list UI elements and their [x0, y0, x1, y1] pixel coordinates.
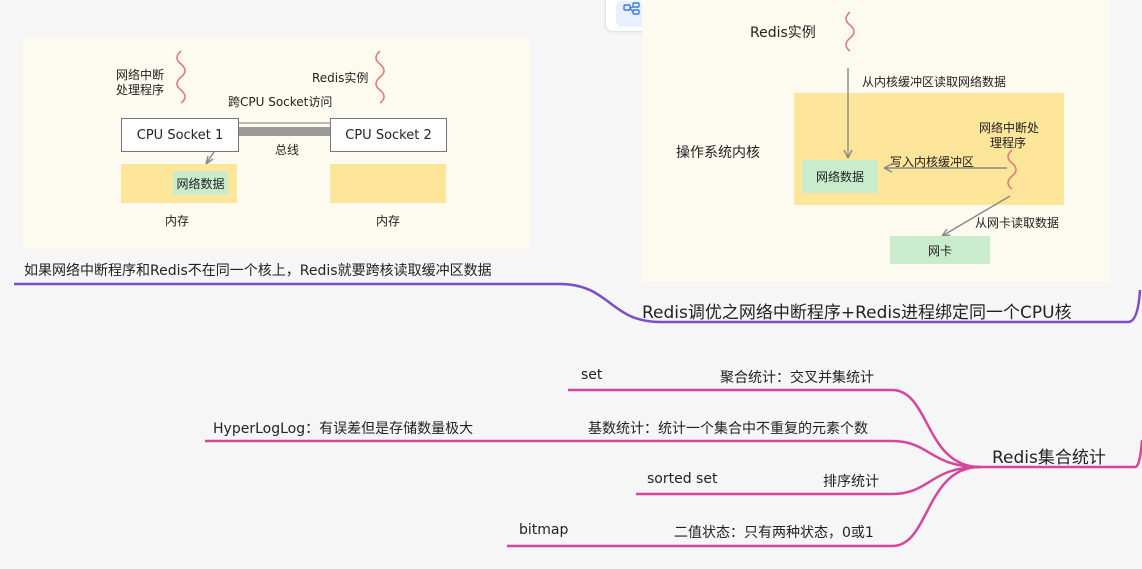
network-data-box-right: 网络数据: [802, 160, 878, 193]
branch-cardinality-stats[interactable]: 基数统计：统计一个集合中不重复的元素个数: [588, 421, 868, 437]
cross-socket-diagram-image: 网络中断 处理程序 Redis实例 跨CPU Socket访问 CPU Sock…: [23, 37, 530, 248]
mindmap-icon: [623, 2, 640, 15]
topic-cpu-binding[interactable]: Redis调优之网络中断程序+Redis进程绑定同一个CPU核: [642, 303, 1072, 323]
memory-label-1: 内存: [165, 214, 190, 228]
leaf-set[interactable]: set: [581, 367, 603, 383]
read-nic-label: 从网卡读取数据: [975, 216, 1060, 230]
mindmap-view-button[interactable]: [616, 1, 646, 27]
irq-handler-line2: 理程序: [990, 136, 1027, 150]
memory-block-2: [330, 164, 446, 203]
memory-label-2: 内存: [376, 214, 401, 228]
branch-aggregate-stats[interactable]: 聚合统计：交叉并集统计: [720, 370, 874, 386]
os-kernel-label: 操作系统内核: [676, 145, 760, 161]
branch-binary-state[interactable]: 二值状态：只有两种状态，0或1: [674, 525, 874, 541]
cpu-socket-2-box: CPU Socket 2: [330, 118, 447, 152]
irq-label-line2: 处理程序: [116, 83, 165, 97]
leaf-bitmap[interactable]: bitmap: [519, 522, 569, 538]
leaf-sorted-set[interactable]: sorted set: [647, 471, 718, 487]
branch-sort-stats[interactable]: 排序统计: [823, 474, 879, 490]
leaf-hyperloglog[interactable]: HyperLogLog：有误差但是存储数量极大: [213, 421, 474, 437]
network-data-box: 网络数据: [173, 171, 228, 195]
topic-collection-stats[interactable]: Redis集合统计: [992, 448, 1106, 468]
kernel-flow-diagram-image: Redis实例 从内核缓冲区读取网络数据 操作系统内核 网络中断处 理程序 写入…: [642, 0, 1110, 282]
write-kernel-buffer-label: 写入内核缓冲区: [890, 155, 975, 169]
redis-instance-label: Redis实例: [312, 71, 369, 85]
cpu-socket-1-box: CPU Socket 1: [121, 118, 239, 152]
bus-label: 总线: [275, 143, 300, 157]
kernel-diagram-lines: [843, 11, 1017, 237]
nic-box: 网卡: [890, 236, 990, 264]
cross-socket-label: 跨CPU Socket访问: [228, 95, 333, 109]
redis-instance-label-right: Redis实例: [750, 25, 816, 41]
irq-label-line1: 网络中断: [116, 68, 165, 82]
read-kernel-buffer-label: 从内核缓冲区读取网络数据: [862, 75, 1007, 89]
cross-core-caption[interactable]: 如果网络中断程序和Redis不在同一个核上，Redis就要跨核读取缓冲区数据: [24, 263, 492, 279]
irq-handler-line1: 网络中断处: [979, 121, 1040, 135]
